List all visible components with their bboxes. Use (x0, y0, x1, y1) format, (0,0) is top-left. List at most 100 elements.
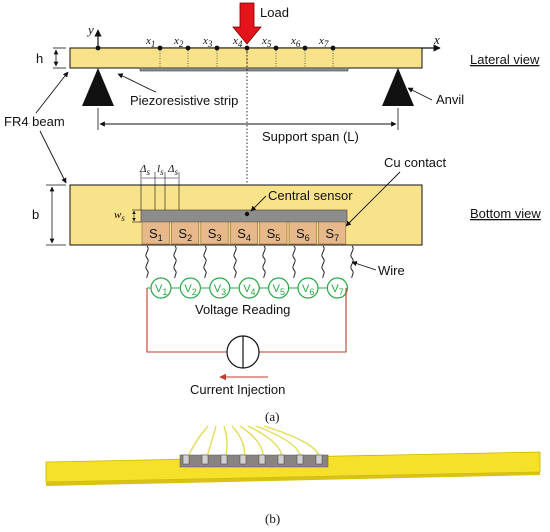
central-sensor-pointer (250, 195, 267, 212)
caption-b: (b) (265, 511, 280, 526)
b-label: b (32, 207, 39, 222)
cu-contact-pointer (345, 171, 401, 227)
position-label: x5 (261, 35, 272, 49)
current-injection-label: Current Injection (190, 382, 285, 397)
lateral-view-label: Lateral view (470, 52, 540, 67)
sample-photo (0, 425, 550, 504)
photo-beam-edge (46, 472, 540, 486)
sensor-label: S5 (267, 226, 281, 243)
sensor-label: S2 (178, 226, 192, 243)
photo-contact (315, 454, 323, 465)
wire (262, 245, 266, 279)
cu-contact-label: Cu contact (384, 155, 447, 170)
caption-a: (a) (265, 409, 279, 424)
voltmeter-icon (150, 277, 172, 299)
position-label: x7 (318, 35, 329, 49)
sensor-pad (141, 221, 170, 245)
wire (173, 245, 177, 279)
voltmeter-label: V3 (214, 283, 226, 297)
current-source-icon (226, 335, 260, 369)
voltmeter-icon (297, 277, 319, 299)
fr4-beam-label: FR4 beam (4, 114, 65, 129)
voltmeter-icon (268, 277, 290, 299)
lateral-piezo-strip (139, 67, 349, 72)
photo-contact (220, 454, 228, 465)
position-dot (185, 45, 191, 51)
voltmeter-icon (209, 277, 231, 299)
right-anvil (382, 68, 414, 106)
origin-dot (95, 45, 101, 51)
sensor-label: S6 (296, 226, 310, 243)
bottom-piezo-strip (140, 209, 348, 223)
voltmeter-icon (326, 277, 348, 299)
position-dot (273, 45, 279, 51)
wire (292, 245, 296, 279)
left-anvil (82, 68, 114, 106)
photo-contact (296, 454, 304, 465)
central-sensor-dot (244, 211, 250, 217)
sensor-pad (229, 221, 258, 245)
position-label: x4 (232, 35, 243, 49)
support-span-label: Support span (L) (262, 129, 359, 144)
spacing-label-right: Δs (167, 163, 178, 177)
position-label: x3 (202, 35, 213, 49)
load-label: Load (260, 5, 289, 20)
position-label: x6 (290, 35, 301, 49)
sensor-label: S4 (237, 226, 251, 243)
strip-width-label: ws (114, 209, 125, 223)
voltmeter-label: V6 (302, 283, 314, 297)
wire (233, 245, 237, 279)
sensor-pad (200, 221, 229, 245)
voltage-reading-label: Voltage Reading (195, 302, 290, 317)
h-label: h (36, 51, 43, 66)
lateral-beam (69, 47, 423, 69)
photo-contact (201, 454, 209, 465)
x-axis-label: x (433, 32, 440, 47)
voltmeter-icon (179, 277, 201, 299)
circuit-loop (146, 288, 347, 353)
photo-contact (277, 454, 285, 465)
photo-contact (182, 454, 190, 465)
strip-pointer (117, 73, 157, 93)
position-dot (302, 45, 308, 51)
voltmeter-label: V2 (184, 283, 196, 297)
sensor-label: S3 (208, 226, 222, 243)
position-dot (214, 45, 220, 51)
wire-label: Wire (378, 263, 405, 278)
sensor-label: S1 (149, 226, 163, 243)
position-label: x2 (173, 35, 184, 49)
voltmeter-icon (238, 277, 260, 299)
photo-contact (258, 454, 266, 465)
spacing-label-left: Δs (139, 163, 150, 177)
position-dot (157, 45, 163, 51)
sensor-pad (318, 221, 347, 245)
wire-pointer (351, 260, 377, 271)
anvil-pointer (407, 87, 433, 101)
photo-contact (239, 454, 247, 465)
photo-strip (179, 454, 329, 468)
wire (145, 245, 149, 279)
wires (145, 245, 354, 279)
voltmeter-label: V5 (273, 283, 285, 297)
bottom-view-label: Bottom view (470, 206, 541, 221)
wire (350, 245, 354, 279)
anvil-label: Anvil (436, 92, 464, 107)
photo-wires (182, 425, 323, 465)
position-dot (330, 45, 336, 51)
length-label: ls (157, 163, 164, 177)
sensor-dimensions: Δs ls Δs ws (114, 163, 180, 223)
voltmeter-label: V4 (243, 283, 255, 297)
wire (203, 245, 207, 279)
beam-pointer-top (35, 71, 69, 114)
beam-pointer-bottom (39, 130, 67, 184)
sensor-pad (288, 221, 317, 245)
wire (321, 245, 325, 279)
y-axis-label: y (86, 22, 94, 37)
voltmeter-label: V7 (331, 283, 343, 297)
